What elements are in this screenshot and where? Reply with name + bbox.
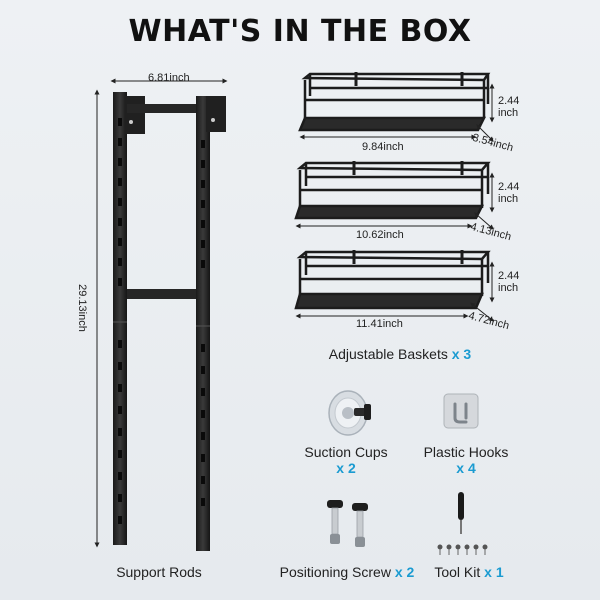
toolkit-caption: Tool Kit x 1 <box>434 564 504 580</box>
basket-small-image <box>298 72 491 132</box>
screw-caption: Positioning Screw x 2 <box>279 564 415 580</box>
basket-3-width-label: 11.41inch <box>356 318 403 330</box>
left-rod <box>113 92 127 545</box>
hooks-quantity: x 4 <box>456 460 476 476</box>
tool-kit-icon <box>437 492 488 555</box>
page-title: WHAT'S IN THE BOX <box>128 14 472 49</box>
top-crossbar <box>127 104 196 113</box>
rod-width-label: 6.81inch <box>148 72 190 84</box>
baskets-caption: Adjustable Baskets x 3 <box>328 346 472 362</box>
screw-quantity: x 2 <box>394 564 415 580</box>
basket-2-width-label: 10.62inch <box>356 229 404 241</box>
support-rods-image <box>94 78 228 551</box>
middle-crossbar <box>127 289 196 299</box>
basket-large-image <box>294 250 491 310</box>
plastic-hook-icon <box>443 393 479 429</box>
rods-caption: Support Rods <box>116 564 202 580</box>
right-rod <box>196 96 210 551</box>
suction-cup-icon <box>328 390 371 436</box>
baskets-quantity: x 3 <box>451 346 472 362</box>
basket-1-width-label: 9.84inch <box>362 141 404 153</box>
basket-medium-image <box>294 161 491 220</box>
positioning-screw-icon <box>327 500 368 547</box>
rod-height-label: 29.13inch <box>75 284 88 332</box>
suction-quantity: x 2 <box>336 460 356 476</box>
toolkit-quantity: x 1 <box>484 564 504 580</box>
